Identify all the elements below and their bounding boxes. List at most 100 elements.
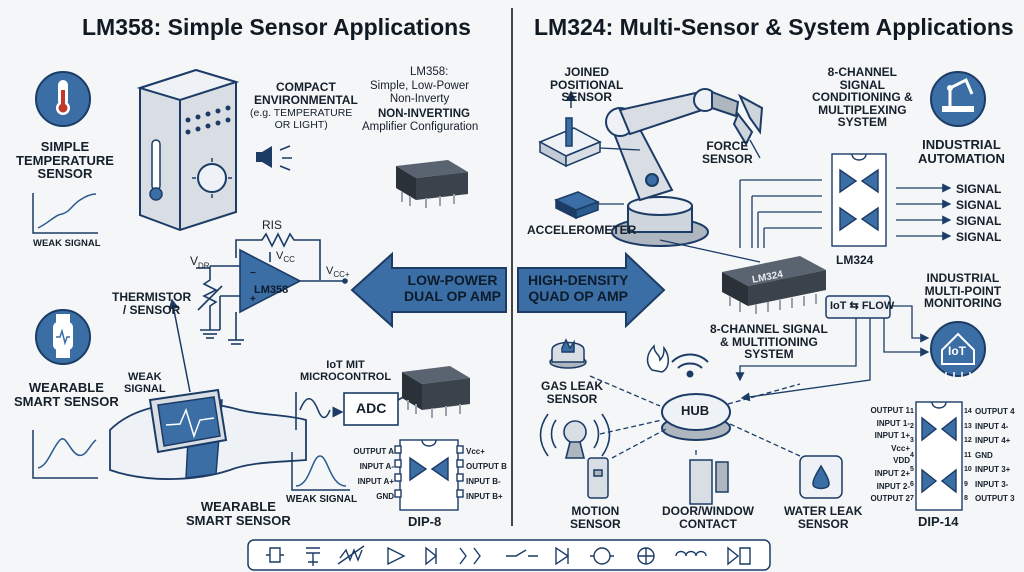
lm358-amp-config: Amplifier Configuration — [362, 121, 479, 133]
signal-curve-graph-icon — [32, 430, 98, 479]
dip14-label: DIP-14 — [918, 514, 959, 529]
lm358-desc-title: LM358: — [410, 66, 449, 78]
dip8-pinout-diagram — [394, 439, 464, 511]
dip14-pin: INPUT 3+ — [975, 465, 1011, 474]
dip14-pin: INPUT 4- — [975, 421, 1009, 431]
dip14-pin: OUTPUT 1 — [870, 406, 910, 415]
dip14-left-nums: 1 2 3 4 5 6 7 — [910, 405, 914, 507]
weak-signal-label-3: WEAK SIGNAL — [286, 494, 358, 505]
dip8-right-pins: Vcc+ OUTPUT B INPUT B- INPUT B+ — [466, 444, 516, 504]
dip14-pinout-diagram — [915, 401, 963, 511]
dip14-pin-num: 14 — [964, 408, 972, 415]
center-divider — [511, 8, 513, 526]
dip14-pin-num: 1 — [910, 408, 914, 415]
compact-env-sub-label: (e.g. TEMPERATURE OR LIGHT) — [250, 107, 353, 131]
weak-signal-label: WEAK SIGNAL — [33, 238, 101, 249]
vcc-out-label: VCC+ — [326, 265, 350, 280]
opamp-lm358-label: LM358 — [254, 284, 289, 296]
gas-leak-sensor-icon — [549, 338, 587, 369]
dip14-pin: OUTPUT 2 — [870, 494, 910, 504]
weak-signal-label-2: WEAK SIGNAL — [124, 371, 166, 395]
dip14-pin: INPUT 4+ — [975, 436, 1011, 445]
signal-label: SIGNAL — [956, 230, 1002, 244]
motion-sensor-label: MOTION SENSOR — [570, 504, 621, 531]
accelerometer-icon — [554, 191, 600, 220]
force-sensor-label: FORCE SENSOR — [702, 139, 753, 166]
temp-sensor-label: SIMPLE TEMPERATURE SENSOR — [16, 139, 114, 182]
lm358-noninverting: NON-INVERTING — [378, 108, 470, 120]
dip14-pin: Vcc+ — [891, 443, 910, 453]
positional-sensor-icon — [538, 90, 602, 168]
compact-environmental-label: COMPACT ENVIRONMENTAL — [254, 80, 358, 107]
speaker-icon — [256, 145, 292, 171]
high-density-arrow-text: HIGH-DENSITY QUAD OP AMP — [528, 272, 629, 305]
svg-text:+: + — [250, 294, 256, 305]
lm358-desc-text: Simple, Low-Power Non-Inverty — [370, 80, 470, 105]
accelerometer-label: ACCELEROMETER — [527, 223, 637, 237]
sensor-enclosure-icon — [136, 68, 240, 232]
dip8-pin: GND — [376, 492, 394, 501]
door-contact-icon — [689, 459, 729, 505]
dip14-pin: VDD — [893, 456, 910, 466]
dip8-pin: Vcc+ — [466, 447, 485, 456]
industrial-monitoring-label: INDUSTRIAL MULTI-POINT MONITORING — [924, 271, 1002, 311]
adc-label: ADC — [356, 400, 387, 416]
dip14-pin-num: 11 — [964, 451, 972, 459]
dip14-pin-num: 8 — [964, 495, 968, 502]
wrist-band-icon — [109, 388, 307, 480]
svg-text:−: − — [250, 268, 256, 279]
industrial-automation-label: INDUSTRIAL AUTOMATION — [918, 137, 1005, 166]
industrial-automation-icon — [930, 71, 986, 127]
eight-channel-label-2: 8-CHANNEL SIGNAL & MULTITIONING SYSTEM — [710, 322, 828, 362]
iot-mit-label: IoT MIT MICROCONTROL — [300, 359, 392, 383]
wifi-icon — [671, 353, 709, 378]
dip14-pin-num: 7 — [910, 495, 914, 502]
vcc-label: VCC — [276, 250, 295, 265]
motion-sensor-icon — [539, 413, 611, 459]
dip14-left-pins: OUTPUT 1 INPUT 1- INPUT 1+ Vcc+ VDD INPU… — [858, 405, 910, 506]
signal-label: SIGNAL — [956, 182, 1002, 196]
dip14-pin-num: 3 — [910, 437, 914, 444]
dip14-pin: INPUT 2+ — [874, 468, 910, 478]
dip14-pin: INPUT 1+ — [874, 431, 910, 441]
robot-arm-icon — [605, 88, 764, 247]
dip14-pin: OUTPUT 4 — [975, 407, 1015, 416]
wearable-watch-icon — [35, 309, 91, 365]
eight-channel-label: 8-CHANNEL SIGNAL CONDITIONING & MULTIPLE… — [812, 65, 913, 130]
dip14-pin-num: 10 — [964, 466, 972, 473]
dip14-pin: INPUT 1- — [876, 418, 910, 428]
signal-label: SIGNAL — [956, 214, 1002, 228]
weak-signal-bump-icon — [291, 452, 350, 491]
dip8-pin: INPUT A+ — [357, 477, 394, 486]
door-contact-label: DOOR/WINDOW CONTACT — [662, 504, 754, 531]
motion-device-icon — [587, 457, 609, 499]
dip8-pin: INPUT B+ — [466, 492, 503, 501]
left-title: LM358: Simple Sensor Applications — [82, 14, 471, 40]
water-leak-icon — [799, 455, 843, 499]
wearable-label-1: WEARABLE SMART SENSOR — [14, 380, 119, 409]
flame-icon — [646, 344, 669, 373]
microcontroller-chip-icon — [402, 366, 470, 418]
dip8-left-pins: OUTPUT A INPUT A- INPUT A+ GND — [336, 444, 394, 504]
weak-signal-graph-icon — [32, 193, 98, 234]
dip8-label: DIP-8 — [408, 514, 442, 529]
dip14-pin: INPUT 2- — [876, 481, 910, 491]
low-power-arrow-text: LOW-POWER DUAL OP AMP — [404, 272, 501, 305]
adc-block — [295, 389, 418, 430]
dip14-pin-num: 6 — [910, 480, 914, 488]
dip14-pin: GND — [975, 450, 993, 460]
water-leak-label: WATER LEAK SENSOR — [784, 504, 863, 531]
dip8-pin: INPUT A- — [359, 462, 394, 471]
gas-leak-label: GAS LEAK SENSOR — [541, 379, 604, 406]
dip14-pin-num: 4 — [910, 451, 914, 459]
signal-label: SIGNAL — [956, 198, 1002, 212]
dip14-pin-num: 12 — [964, 437, 972, 444]
symbol-legend-strip — [247, 539, 771, 571]
dip14-pin-num: 13 — [964, 422, 972, 430]
lm324-chip-icon — [722, 256, 826, 314]
dip14-pin: INPUT 3- — [975, 479, 1009, 489]
iot-house-icon — [930, 321, 986, 380]
ris-label: RIS — [262, 218, 283, 232]
dip14-pin-num: 2 — [910, 422, 914, 430]
